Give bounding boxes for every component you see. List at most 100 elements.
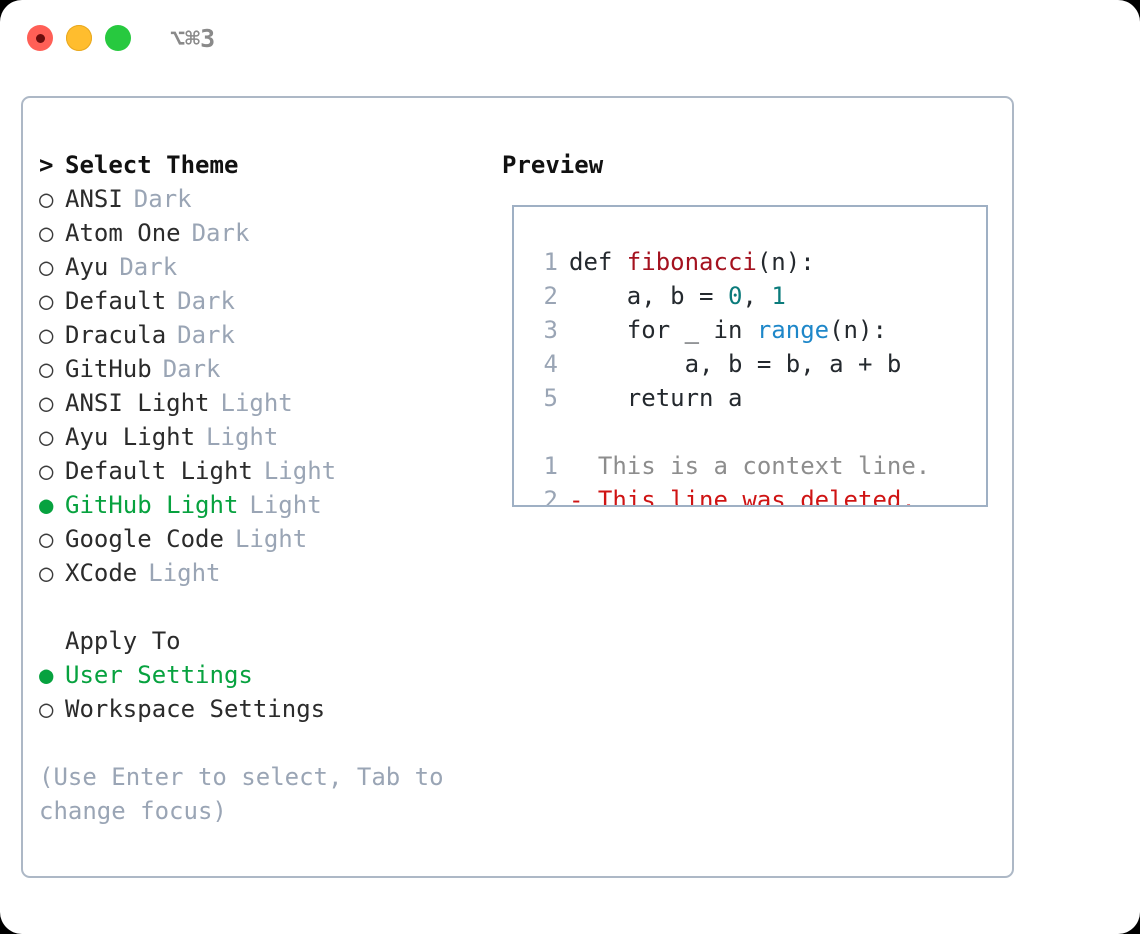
radio-unselected-icon: ○ bbox=[39, 423, 54, 451]
theme-option-variant: Dark bbox=[177, 321, 235, 349]
line-number: 1 bbox=[543, 248, 558, 276]
preview-title: Preview bbox=[502, 151, 604, 179]
code-token-num: 1 bbox=[771, 282, 786, 310]
diff-line-context: 1 This is a context line. bbox=[528, 449, 986, 483]
line-number: 4 bbox=[543, 350, 558, 378]
theme-option-ansi[interactable]: ○ ANSI Dark bbox=[39, 182, 479, 216]
diff-line-deleted: 2- This line was deleted. bbox=[528, 483, 986, 507]
code-token-plain: return a bbox=[569, 384, 743, 412]
theme-option-name: Atom One bbox=[65, 219, 181, 247]
selection-arrow-icon: > bbox=[39, 151, 54, 179]
close-window-icon[interactable] bbox=[27, 25, 53, 51]
radio-unselected-icon: ○ bbox=[39, 559, 54, 587]
code-line: 2 a, b = 0, 1 bbox=[528, 279, 986, 313]
keyboard-hint-text: (Use Enter to select, Tab to change focu… bbox=[39, 763, 444, 825]
apply-to-option-name: Workspace Settings bbox=[65, 695, 326, 723]
code-line-text: for _ in range(n): bbox=[569, 313, 887, 347]
apply-to-option-user-settings[interactable]: ●User Settings bbox=[39, 658, 479, 692]
theme-option-variant: Light bbox=[234, 525, 308, 553]
theme-option-name: Default Light bbox=[65, 457, 253, 485]
code-line-text: a, b = b, a + b bbox=[569, 347, 902, 381]
line-number: 2 bbox=[543, 486, 558, 507]
preview-column: Preview bbox=[502, 148, 992, 182]
code-token-call: range bbox=[756, 316, 830, 344]
theme-option-variant: Dark bbox=[119, 253, 178, 281]
theme-option-name: ANSI Light bbox=[65, 389, 210, 417]
apply-to-option-workspace-settings[interactable]: ○ Workspace Settings bbox=[39, 692, 479, 726]
theme-option-atom-one[interactable]: ○ Atom One Dark bbox=[39, 216, 479, 250]
line-number: 1 bbox=[543, 452, 558, 480]
line-number: 2 bbox=[543, 282, 558, 310]
maximize-window-icon[interactable] bbox=[105, 25, 131, 51]
code-token-plain: (n): bbox=[829, 316, 887, 344]
code-line: 4 a, b = b, a + b bbox=[528, 347, 986, 381]
theme-list-title: Select Theme bbox=[65, 151, 239, 179]
code-diff-spacer bbox=[528, 415, 986, 449]
diff-sample: 1 This is a context line.2- This line wa… bbox=[528, 449, 986, 507]
code-line-text: return a bbox=[569, 381, 743, 415]
code-token-plain: a, b = b, a + b bbox=[569, 350, 902, 378]
line-number: 5 bbox=[543, 384, 558, 412]
theme-option-variant: Light bbox=[220, 389, 293, 417]
apply-to-header: ○ Apply To bbox=[39, 624, 479, 658]
theme-option-variant: Light bbox=[263, 457, 337, 485]
radio-unselected-icon: ○ bbox=[39, 695, 54, 723]
code-token-plain: a, b = bbox=[569, 282, 728, 310]
code-line: 3 for _ in range(n): bbox=[528, 313, 986, 347]
theme-option-dracula[interactable]: ○ Dracula Dark bbox=[39, 318, 479, 352]
code-line-text: a, b = 0, 1 bbox=[569, 279, 786, 313]
code-token-num: 0 bbox=[727, 282, 743, 310]
radio-unselected-icon: ○ bbox=[39, 185, 54, 213]
line-number: 3 bbox=[543, 316, 558, 344]
radio-unselected-icon: ○ bbox=[39, 253, 54, 281]
theme-option-name: GitHub bbox=[65, 355, 152, 383]
code-token-plain: (n): bbox=[756, 248, 815, 276]
code-line: 5 return a bbox=[528, 381, 986, 415]
code-token-plain: , bbox=[742, 282, 772, 310]
apply-to-header-marker: ○ bbox=[39, 624, 65, 658]
keyboard-shortcut-label: ⌥⌘3 bbox=[170, 24, 216, 53]
apply-to-title: Apply To bbox=[65, 627, 181, 655]
theme-option-name: Dracula bbox=[65, 321, 167, 349]
radio-unselected-icon: ○ bbox=[39, 389, 54, 417]
apply-to-options-list: ●User Settings ○ Workspace Settings bbox=[39, 658, 479, 726]
theme-option-ansi-light[interactable]: ○ ANSI Light Light bbox=[39, 386, 479, 420]
code-token-plain: def bbox=[569, 248, 627, 276]
theme-option-ayu[interactable]: ○ Ayu Dark bbox=[39, 250, 479, 284]
theme-option-name: XCode bbox=[65, 559, 138, 587]
traffic-lights bbox=[27, 25, 131, 51]
radio-unselected-icon: ○ bbox=[39, 219, 54, 247]
code-line-text: def fibonacci(n): bbox=[569, 245, 815, 279]
theme-option-name: Ayu Light bbox=[65, 423, 196, 451]
diff-line-text: This line was deleted. bbox=[583, 486, 916, 507]
radio-unselected-icon: ○ bbox=[39, 321, 54, 349]
minimize-window-icon[interactable] bbox=[66, 25, 92, 51]
title-bar: ⌥⌘3 bbox=[0, 0, 1140, 78]
code-token-fn: fibonacci bbox=[626, 248, 757, 276]
theme-option-variant: Dark bbox=[162, 355, 221, 383]
code-token-plain: for _ in bbox=[569, 316, 757, 344]
theme-option-variant: Light bbox=[148, 559, 221, 587]
theme-option-variant: Light bbox=[249, 491, 322, 519]
theme-option-variant: Dark bbox=[191, 219, 250, 247]
diff-sign: - bbox=[569, 486, 584, 507]
theme-option-name: Google Code bbox=[65, 525, 224, 553]
theme-option-xcode[interactable]: ○ XCode Light bbox=[39, 556, 479, 590]
theme-option-variant: Dark bbox=[133, 185, 192, 213]
theme-option-name: ANSI bbox=[65, 185, 123, 213]
theme-option-variant: Dark bbox=[177, 287, 235, 315]
theme-option-name: GitHub Light bbox=[65, 491, 239, 519]
theme-option-name: Ayu bbox=[65, 253, 109, 281]
